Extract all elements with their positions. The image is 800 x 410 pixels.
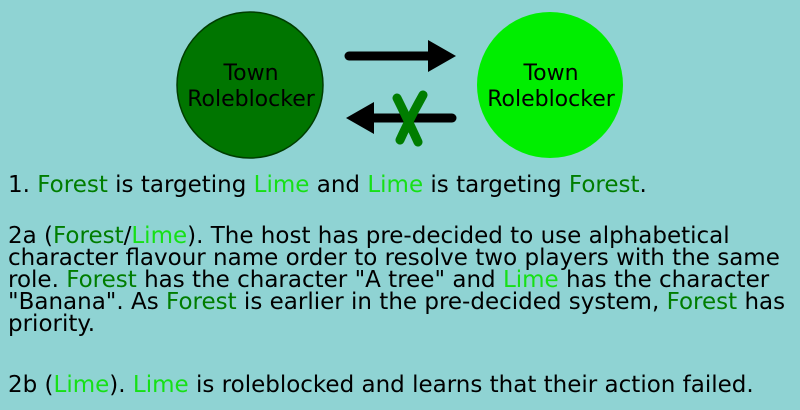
p1-text-3: is targeting (423, 172, 569, 198)
p2a-text-4: is earlier in the pre-decided system, (236, 289, 667, 315)
player-name-forest: Forest (666, 289, 738, 315)
p2b-start: 2b ( (8, 372, 54, 398)
forest-node-label-line2: Roleblocker (187, 87, 316, 112)
paragraph-1: 1. Forest is targeting Lime and Lime is … (8, 172, 798, 198)
p2a-text-2: has the character "A tree" and (136, 267, 503, 293)
player-name-lime: Lime (53, 372, 110, 398)
player-name-lime: Lime (502, 267, 559, 293)
p1-text-2: and (309, 172, 368, 198)
forest-roleblocker-node (176, 11, 324, 159)
player-name-lime: Lime (367, 172, 424, 198)
lime-node-label-line1: Town (522, 61, 578, 86)
lime-node-label-line2: Roleblocker (487, 87, 616, 112)
p2a-text-1: ). The host has pre-decided to use alpha… (8, 223, 780, 293)
p2b-text-2: is roleblocked and learns that their act… (188, 372, 754, 398)
paragraph-2b: 2b (Lime). Lime is roleblocked and learn… (8, 372, 798, 398)
player-name-forest: Forest (568, 172, 640, 198)
p1-text-4: . (639, 172, 647, 198)
forest-node-label-line1: Town (222, 61, 278, 86)
p2a-start: 2a ( (8, 223, 54, 249)
diagram: Town Roleblocker Town Roleblocker (176, 11, 623, 159)
player-name-forest: Forest (53, 223, 124, 249)
player-name-lime: Lime (253, 172, 310, 198)
p1-number: 1. (8, 172, 30, 198)
arrow-forest-to-lime (344, 40, 456, 72)
p2a-text-3: has the character "Banana". As (8, 267, 770, 315)
p2b-text-1: ). (109, 372, 133, 398)
paragraph-2a: 2a (Forest/Lime). The host has pre-decid… (8, 223, 798, 337)
failed-x-mark-icon (392, 90, 428, 147)
player-name-forest: Forest (166, 289, 237, 315)
player-name-lime: Lime (132, 372, 189, 398)
player-name-forest: Forest (66, 267, 137, 293)
player-name-forest: Forest (37, 172, 108, 198)
p2a-text-5: has priority. (8, 289, 786, 337)
player-name-lime: Lime (131, 223, 188, 249)
p1-text-1: is targeting (107, 172, 254, 198)
lime-roleblocker-node (477, 12, 623, 158)
p2a-slash: / (123, 223, 132, 249)
